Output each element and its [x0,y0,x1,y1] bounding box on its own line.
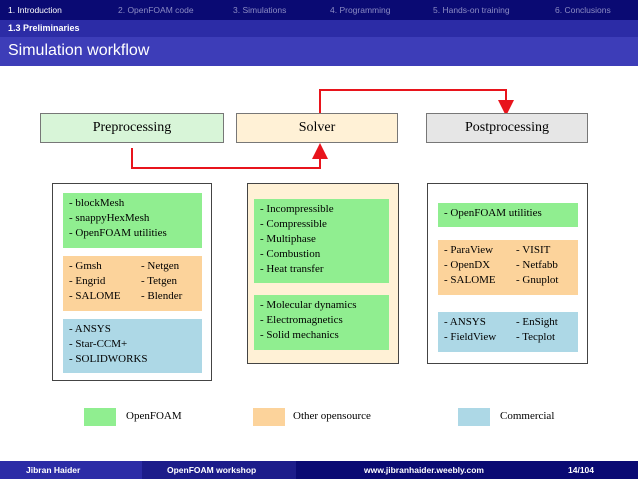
subsection-title[interactable]: 1.3 Preliminaries [8,23,80,33]
list-item: - Combustion [260,248,321,260]
solver-other-physics-group: - Molecular dynamics - Electromagnetics … [254,295,389,350]
stage-postprocessing-label: Postprocessing [465,120,549,135]
list-item: - Electromagnetics [260,314,343,326]
nav-introduction[interactable]: 1. Introduction [8,5,62,15]
preprocessing-openfoam-tools: - blockMesh - snappyHexMesh - OpenFOAM u… [63,193,202,248]
list-item: - Gmsh [69,260,102,272]
list-item: - VISIT [516,244,551,256]
list-item: - Compressible [260,218,327,230]
list-item: - Netfabb [516,259,558,271]
list-item: - snappyHexMesh [69,212,150,224]
footer-website: www.jibranhaider.weebly.com [296,461,526,479]
list-item: - OpenDX [444,259,491,271]
list-item: - FieldView [444,331,497,343]
legend-label-opensource: Other opensource [293,410,371,422]
legend-swatch-openfoam [84,408,116,426]
list-item: - Solid mechanics [260,329,339,341]
section-nav: 1. Introduction 2. OpenFOAM code 3. Simu… [0,0,638,20]
postprocessing-opensource-tools: - ParaView - VISIT - OpenDX - Netfabb - SA… [438,240,578,295]
footer-event-text: OpenFOAM workshop [167,465,257,475]
footer-page-text: 14/104 [568,465,594,475]
footer-author-text: Jibran Haider [26,465,81,475]
stage-preprocessing-label: Preprocessing [92,120,172,135]
footer-author: Jibran Haider [0,461,142,479]
legend-swatch-commercial [458,408,490,426]
postprocessing-commercial-tools: - ANSYS - EnSight - FieldView - Tecplot [438,312,578,352]
legend-label-commercial: Commercial [500,410,555,422]
list-item: - SALOME [444,274,496,286]
footer-website-text: www.jibranhaider.weebly.com [364,465,484,475]
solver-physics-group: - Incompressible - Compressible - Multip… [254,199,389,283]
arrow-solver-to-postprocessing [319,89,514,116]
slide-title: Simulation workflow [8,42,150,59]
nav-openfoam-code[interactable]: 2. OpenFOAM code [118,5,194,15]
footer-bar: Jibran Haider OpenFOAM workshop www.jibr… [0,461,638,479]
footer-event: OpenFOAM workshop [142,461,296,479]
list-item: - Incompressible [260,203,334,215]
nav-conclusions[interactable]: 6. Conclusions [555,5,611,15]
preprocessing-opensource-tools: - Gmsh - Netgen - Engrid - Tetgen - SALOME… [63,256,202,311]
nav-programming[interactable]: 4. Programming [330,5,391,15]
list-item: - Engrid [69,275,106,287]
list-item: - Multiphase [260,233,316,245]
list-item: - Gnuplot [516,274,559,286]
frame-title-bar: Simulation workflow [0,37,638,66]
list-item: - Molecular dynamics [260,299,357,311]
list-item: - Tecplot [516,331,556,343]
stage-postprocessing: Postprocessing [426,113,588,143]
stage-solver: Solver [236,113,398,143]
list-item: - Tetgen [141,275,177,287]
list-item: - Heat transfer [260,263,324,275]
legend-swatch-opensource [253,408,285,426]
stage-solver-label: Solver [298,120,336,135]
nav-simulations[interactable]: 3. Simulations [233,5,287,15]
list-item: - blockMesh [69,197,125,209]
postprocessing-openfoam-tools: - OpenFOAM utilities [438,203,578,227]
list-item: - OpenFOAM utilities [444,207,542,219]
preprocessing-commercial-tools: - ANSYS - Star-CCM+ - SOLIDWORKS [63,319,202,373]
list-item: - OpenFOAM utilities [69,227,167,239]
nav-hands-on-training[interactable]: 5. Hands-on training [433,5,510,15]
list-item: - ParaView [444,244,494,256]
list-item: - EnSight [516,316,558,328]
stage-preprocessing: Preprocessing [40,113,224,143]
list-item: - ANSYS [69,323,111,335]
list-item: - SALOME [69,290,121,302]
list-item: - SOLIDWORKS [69,353,148,365]
list-item: - Netgen [141,260,180,272]
legend-label-openfoam: OpenFOAM [126,410,182,422]
arrow-preprocessing-to-solver [131,143,328,169]
list-item: - Blender [141,290,183,302]
list-item: - Star-CCM+ [69,338,128,350]
footer-page-number: 14/104 [526,461,638,479]
subsection-bar: 1.3 Preliminaries [0,20,638,37]
list-item: - ANSYS [444,316,486,328]
